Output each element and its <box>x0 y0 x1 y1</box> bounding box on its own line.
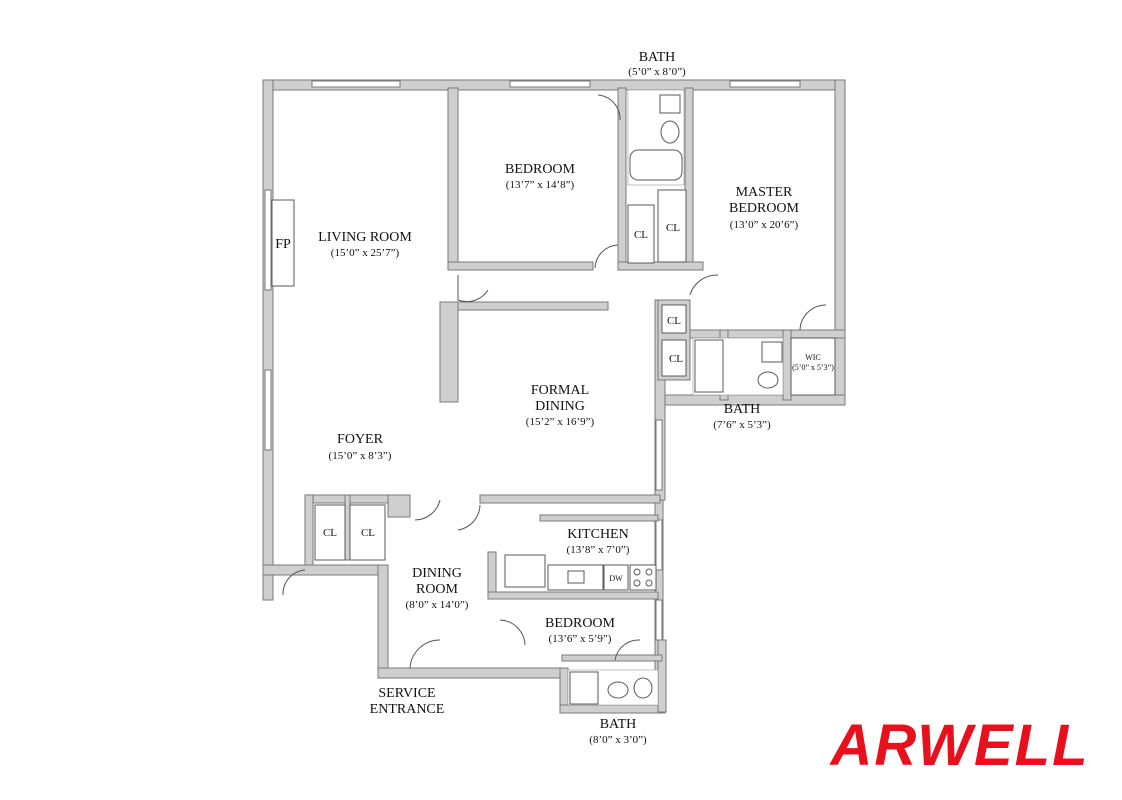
wic-name: WIC <box>805 353 821 362</box>
bath-top-fixtures <box>627 89 685 186</box>
toilet-icon <box>633 677 653 699</box>
closet-label: CL <box>634 229 648 241</box>
arwell-logo: ARWELL <box>828 715 1089 775</box>
stove-icon <box>629 564 657 591</box>
toilet-icon <box>660 120 680 144</box>
shower-icon <box>569 671 599 705</box>
bathtub-icon <box>629 149 683 181</box>
closet-label: CL <box>669 353 683 365</box>
master-dim: (13’0” x 20’6”) <box>730 219 799 231</box>
dishwasher-icon <box>603 564 629 591</box>
sink-icon <box>607 681 629 699</box>
bath-bottom-name: BATH <box>600 717 637 732</box>
foyer-name: FOYER <box>337 432 384 447</box>
dining-name2: ROOM <box>416 582 459 597</box>
bedroom1-name: BEDROOM <box>505 162 576 177</box>
bedroom1-dim: (13’7” x 14’8”) <box>506 179 575 191</box>
formal-name1: FORMAL <box>531 383 589 398</box>
kitchen-fixtures <box>504 554 657 591</box>
bath-top-dim: (5’0” x 8’0”) <box>628 66 686 78</box>
bedroom2-dim: (13’6” x 5’9”) <box>549 633 612 645</box>
master-name1: MASTER <box>736 185 793 200</box>
bath-bottom-dim: (8’0” x 3’0”) <box>589 734 647 746</box>
closet-label: CL <box>323 527 337 539</box>
door-swing-icon <box>282 94 827 669</box>
bath-top-name: BATH <box>639 50 676 65</box>
kitchen-name: KITCHEN <box>567 527 628 542</box>
bath-master-dim: (7’6” x 5’3”) <box>713 419 771 431</box>
arwell-logo-text: ARWELL <box>828 715 1089 775</box>
walk-in-closet <box>790 337 836 396</box>
dining-name1: DINING <box>412 566 462 581</box>
toilet-icon <box>757 371 779 389</box>
windows <box>264 80 801 641</box>
closet-label: CL <box>361 527 375 539</box>
sink-icon <box>761 341 783 363</box>
fireplace-label: FP <box>275 237 291 252</box>
foyer-dim: (15’0” x 8’3”) <box>329 450 392 462</box>
kitchen-dim: (13’8” x 7’0”) <box>567 544 630 556</box>
formal-dim: (15’2” x 16’9”) <box>526 416 595 428</box>
dining-dim: (8’0” x 14’0”) <box>406 599 469 611</box>
bath-master-name: BATH <box>724 402 761 417</box>
formal-name2: DINING <box>535 399 585 414</box>
shower-icon <box>694 339 724 393</box>
closet-label: CL <box>666 222 680 234</box>
dishwasher-label: DW <box>609 574 623 583</box>
bath-master-fixtures <box>692 337 784 396</box>
master-name2: BEDROOM <box>729 201 800 216</box>
living-room-dim: (15’0” x 25’7”) <box>331 247 400 259</box>
closet-label: CL <box>667 315 681 327</box>
service-name2: ENTRANCE <box>370 702 445 717</box>
service-name1: SERVICE <box>378 686 435 701</box>
closets <box>314 189 687 561</box>
bedroom2-name: BEDROOM <box>545 616 616 631</box>
living-room-name: LIVING ROOM <box>318 230 412 245</box>
wic-dim: (5’0” x 5’3”) <box>792 363 834 372</box>
bath-bottom-fixtures <box>567 669 659 706</box>
sink-icon <box>659 94 681 114</box>
fireplace-icon <box>271 199 295 287</box>
room-labels: LIVING ROOM (15’0” x 25’7”) BEDROOM (13’… <box>318 50 834 746</box>
